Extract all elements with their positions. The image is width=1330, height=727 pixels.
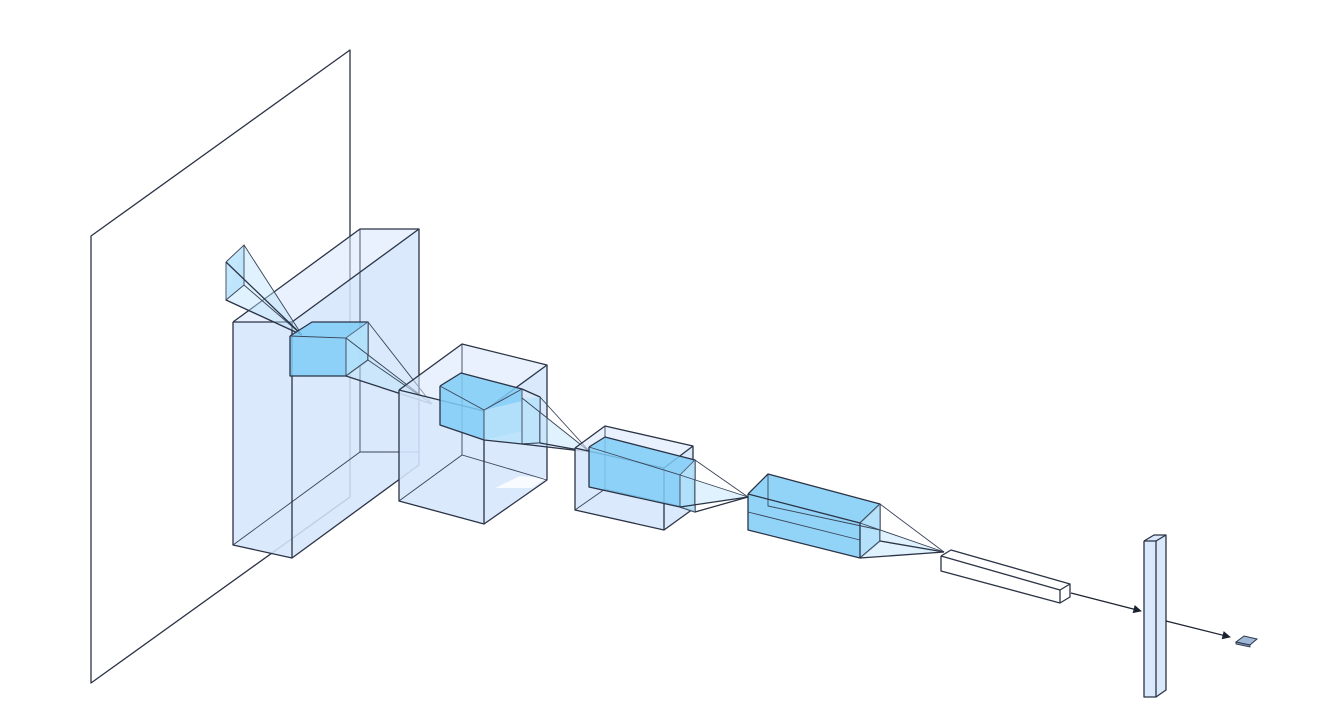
conv-block-1-side [292, 229, 419, 558]
dense-vector [1143, 534, 1167, 698]
conv-block-4 [747, 473, 881, 559]
kernel-1 [225, 243, 303, 336]
flat-vector [940, 549, 1071, 604]
arrow-flat-to-dense [1070, 592, 1142, 614]
connection-3-4 [679, 459, 749, 513]
conv-block-1-front-left [233, 322, 292, 558]
input-kernel-window [226, 245, 244, 300]
arrow-dense-to-output [1165, 620, 1231, 640]
connection-4-5 [859, 503, 945, 559]
kernel-box-1 [289, 321, 369, 377]
conv-block-1 [232, 228, 420, 559]
kernel-box-2 [439, 372, 541, 445]
output-node [1234, 635, 1259, 648]
